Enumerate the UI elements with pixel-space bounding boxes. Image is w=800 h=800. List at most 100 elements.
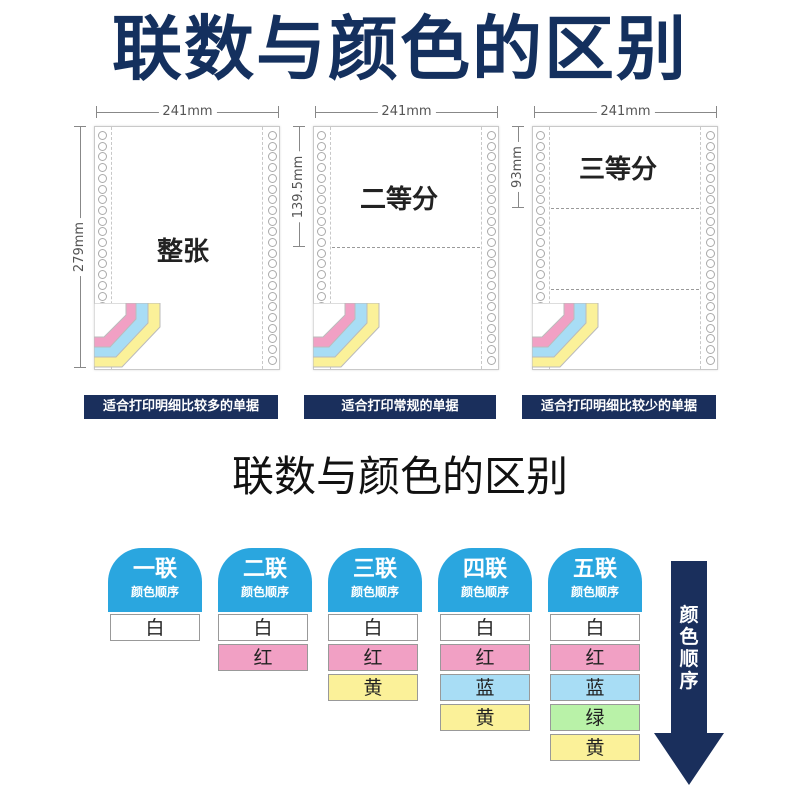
tractor-hole [97, 163, 107, 173]
tractor-hole [486, 227, 496, 237]
tractor-hole [97, 270, 107, 280]
tractor-hole [267, 259, 277, 269]
paper-sheet-third: 三等分 [532, 126, 718, 370]
tractor-hole [316, 131, 326, 140]
tractor-hole [267, 184, 277, 194]
tractor-hole [267, 302, 277, 312]
tractor-hole [705, 334, 715, 344]
tractor-hole [705, 248, 715, 258]
color-cell: 蓝 [440, 674, 530, 701]
caption-bar: 适合打印常规的单据 [304, 395, 496, 419]
color-cell: 红 [440, 644, 530, 671]
tractor-hole [267, 323, 277, 333]
tractor-hole [267, 291, 277, 301]
color-cell: 红 [550, 644, 640, 671]
tractor-hole [486, 184, 496, 194]
section-title: 联数与颜色的区别 [231, 452, 568, 501]
tractor-hole [535, 184, 545, 194]
tractor-hole [97, 141, 107, 151]
tab-title: 三联 [352, 557, 397, 582]
tractor-hole [267, 205, 277, 215]
sheet-label: 整张 [157, 237, 210, 267]
tractor-hole [316, 238, 326, 248]
tractor-hole [97, 291, 107, 301]
tractor-hole [267, 248, 277, 258]
paper-sheet-full: 整张 [94, 126, 280, 370]
tractor-hole [705, 345, 715, 355]
down-arrow-head-icon [654, 733, 724, 785]
tractor-hole [705, 195, 715, 205]
tab-title: 五联 [572, 557, 617, 582]
color-cell: 白 [218, 614, 308, 641]
color-cell: 黄 [328, 674, 418, 701]
tractor-hole [535, 280, 545, 290]
tractor-hole [486, 323, 496, 333]
tractor-hole [486, 238, 496, 248]
height-label: 139.5mm [291, 151, 307, 222]
tractor-hole [267, 280, 277, 290]
tractor-hole [705, 238, 715, 248]
tractor-hole [486, 280, 496, 290]
tab-title: 二联 [242, 557, 287, 582]
width-label: 241mm [377, 104, 436, 120]
layered-paper-corner-icon [532, 303, 599, 368]
tractor-hole [316, 291, 326, 301]
tractor-holes-right [267, 131, 277, 365]
tractor-hole [535, 195, 545, 205]
color-cell: 黄 [440, 704, 530, 731]
tear-line [551, 208, 699, 209]
sheet-label: 二等分 [360, 185, 439, 215]
tractor-hole [535, 205, 545, 215]
tractor-hole [267, 163, 277, 173]
tractor-hole [486, 345, 496, 355]
paper-sheet-half: 二等分 [313, 126, 499, 370]
tractor-hole [535, 216, 545, 226]
tractor-hole [535, 152, 545, 162]
tractor-hole [316, 205, 326, 215]
tractor-hole [267, 141, 277, 151]
tractor-hole [705, 323, 715, 333]
tractor-hole [705, 280, 715, 290]
tab-subtitle: 颜色顺序 [350, 585, 399, 599]
tractor-hole [97, 184, 107, 194]
tractor-hole [97, 131, 107, 140]
tractor-hole [316, 173, 326, 183]
tractor-hole [267, 355, 277, 365]
tractor-hole [267, 238, 277, 248]
height-dimension: 139.5mm [291, 126, 307, 247]
tractor-hole [705, 227, 715, 237]
tractor-hole [486, 259, 496, 269]
sheet-label: 三等分 [579, 155, 658, 185]
tractor-hole [535, 141, 545, 151]
caption-bar: 适合打印明细比较多的单据 [84, 395, 278, 419]
tractor-hole [705, 152, 715, 162]
width-dimension: 241mm [315, 104, 498, 120]
tractor-hole [486, 205, 496, 215]
height-label: 279mm [72, 217, 88, 277]
tractor-hole [535, 270, 545, 280]
tractor-hole [535, 163, 545, 173]
width-label: 241mm [596, 104, 655, 120]
caption-bar: 适合打印明细比较少的单据 [522, 395, 716, 419]
tractor-hole [267, 227, 277, 237]
color-cell: 白 [550, 614, 640, 641]
color-cell: 黄 [550, 734, 640, 761]
height-dimension: 279mm [72, 126, 88, 368]
tractor-hole [97, 152, 107, 162]
tractor-hole [267, 173, 277, 183]
height-dimension: 93mm [510, 126, 526, 208]
tractor-hole [267, 345, 277, 355]
tractor-hole [97, 195, 107, 205]
tractor-hole [316, 141, 326, 151]
tab-four-copies: 四联 颜色顺序 [438, 548, 532, 612]
tractor-hole [705, 259, 715, 269]
color-cell: 绿 [550, 704, 640, 731]
color-cell: 白 [328, 614, 418, 641]
height-label: 93mm [510, 142, 526, 192]
arrow-label: 颜色顺序 [679, 604, 699, 692]
tractor-hole [486, 173, 496, 183]
tractor-hole [486, 141, 496, 151]
tractor-holes-right [705, 131, 715, 365]
tractor-hole [535, 259, 545, 269]
tear-line [551, 289, 699, 290]
